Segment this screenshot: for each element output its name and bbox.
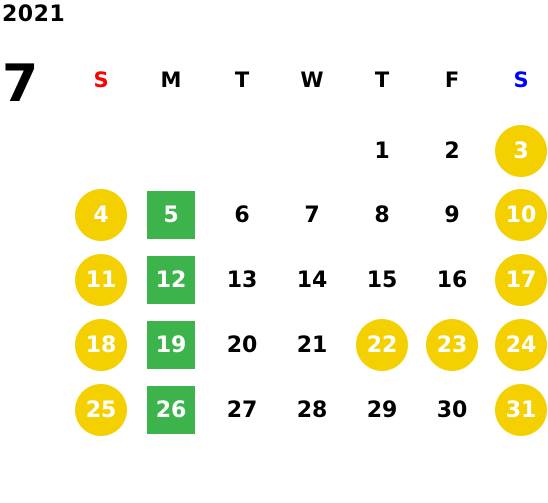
day-cell[interactable]: 7 <box>286 189 338 241</box>
holiday-day-cell[interactable]: 4 <box>75 189 127 241</box>
weekday-header: F <box>444 68 460 92</box>
weekday-header: S <box>513 68 529 92</box>
day-cell[interactable]: 29 <box>356 384 408 436</box>
day-number: 23 <box>436 332 468 358</box>
day-number: 13 <box>226 267 258 293</box>
day-number: 8 <box>374 202 390 228</box>
weekday-header: M <box>160 68 182 92</box>
day-cell[interactable]: 1 <box>356 125 408 177</box>
day-number: 5 <box>163 202 179 228</box>
day-number: 14 <box>296 267 328 293</box>
holiday-day-cell[interactable]: 18 <box>75 319 127 371</box>
day-number: 24 <box>505 332 537 358</box>
day-number: 6 <box>234 202 250 228</box>
closed-day-cell[interactable]: 5 <box>145 189 197 241</box>
year-label: 2021 <box>2 2 66 27</box>
day-cell[interactable]: 30 <box>426 384 478 436</box>
day-number: 22 <box>366 332 398 358</box>
day-number: 20 <box>226 332 258 358</box>
day-number: 28 <box>296 397 328 423</box>
day-cell[interactable]: 2 <box>426 125 478 177</box>
holiday-day-cell[interactable]: 23 <box>426 319 478 371</box>
month-number: 7 <box>2 54 39 114</box>
day-number: 17 <box>505 267 537 293</box>
day-number: 3 <box>513 138 529 164</box>
holiday-day-cell[interactable]: 10 <box>495 189 547 241</box>
holiday-day-cell[interactable]: 24 <box>495 319 547 371</box>
day-cell[interactable]: 14 <box>286 254 338 306</box>
day-number: 25 <box>85 397 117 423</box>
holiday-day-cell[interactable]: 31 <box>495 384 547 436</box>
day-number: 7 <box>304 202 320 228</box>
holiday-day-cell[interactable]: 3 <box>495 125 547 177</box>
day-number: 15 <box>366 267 398 293</box>
weekday-header: T <box>374 68 390 92</box>
holiday-day-cell[interactable]: 17 <box>495 254 547 306</box>
day-number: 12 <box>155 267 187 293</box>
day-cell[interactable]: 8 <box>356 189 408 241</box>
closed-day-cell[interactable]: 12 <box>145 254 197 306</box>
day-number: 10 <box>505 202 537 228</box>
day-number: 26 <box>155 397 187 423</box>
day-cell[interactable]: 28 <box>286 384 338 436</box>
day-cell[interactable]: 6 <box>216 189 268 241</box>
day-cell[interactable]: 13 <box>216 254 268 306</box>
day-number: 31 <box>505 397 537 423</box>
day-number: 29 <box>366 397 398 423</box>
day-number: 27 <box>226 397 258 423</box>
closed-day-cell[interactable]: 19 <box>145 319 197 371</box>
day-number: 19 <box>155 332 187 358</box>
holiday-day-cell[interactable]: 25 <box>75 384 127 436</box>
day-cell[interactable]: 9 <box>426 189 478 241</box>
day-cell[interactable]: 21 <box>286 319 338 371</box>
day-number: 11 <box>85 267 117 293</box>
day-cell[interactable]: 16 <box>426 254 478 306</box>
day-number: 21 <box>296 332 328 358</box>
closed-day-cell[interactable]: 26 <box>145 384 197 436</box>
day-number: 18 <box>85 332 117 358</box>
holiday-day-cell[interactable]: 22 <box>356 319 408 371</box>
day-cell[interactable]: 15 <box>356 254 408 306</box>
weekday-header: S <box>93 68 109 92</box>
day-number: 2 <box>444 138 460 164</box>
holiday-day-cell[interactable]: 11 <box>75 254 127 306</box>
day-number: 30 <box>436 397 468 423</box>
day-number: 16 <box>436 267 468 293</box>
day-cell[interactable]: 20 <box>216 319 268 371</box>
day-number: 9 <box>444 202 460 228</box>
day-cell[interactable]: 27 <box>216 384 268 436</box>
weekday-header: W <box>300 68 324 92</box>
day-number: 4 <box>93 202 109 228</box>
day-number: 1 <box>374 138 390 164</box>
weekday-header: T <box>234 68 250 92</box>
